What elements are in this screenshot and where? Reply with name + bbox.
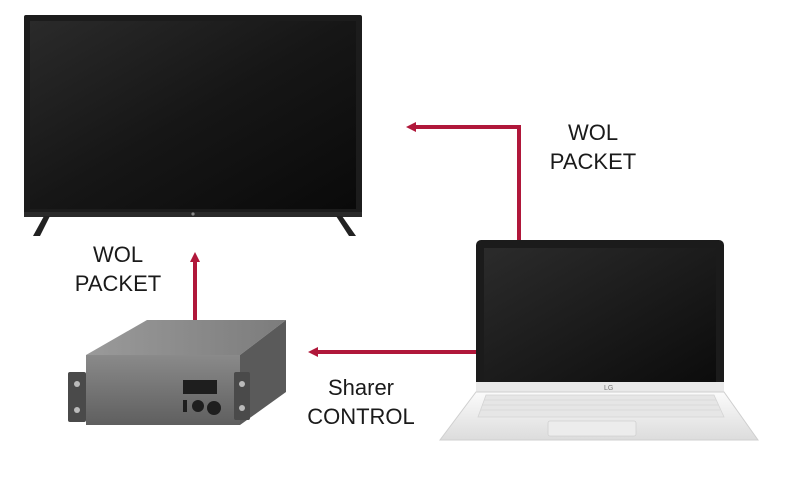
label-line: WOL (92, 242, 144, 267)
sharer-device (68, 320, 286, 425)
label-line: PACKET (549, 149, 637, 174)
sharer-slot (183, 400, 187, 412)
laptop-screen (484, 248, 716, 382)
label-line: Sharer (327, 375, 395, 400)
laptop-keyboard (477, 394, 725, 418)
sharer-ear-hole (239, 381, 245, 387)
laptop-key-rows (481, 399, 720, 411)
sharer-display (183, 380, 217, 394)
laptop: LG (439, 240, 759, 441)
laptop-bezel-bottom (476, 382, 724, 392)
label-wol-packet-laptop-to-tv: WOL PACKET (538, 118, 648, 176)
tv (24, 15, 362, 236)
arrows (190, 122, 521, 357)
tv-foot-right (336, 216, 356, 236)
sharer-side (240, 320, 286, 425)
label-line: WOL (567, 120, 619, 145)
tv-logo-dot (191, 212, 195, 216)
label-sharer-control: Sharer CONTROL (296, 373, 426, 431)
sharer-ear-hole (239, 405, 245, 411)
laptop-touchpad (547, 420, 637, 437)
sharer-top (86, 320, 286, 355)
sharer-ear-right (234, 372, 250, 420)
arrow-laptop-to-tv (406, 122, 521, 240)
label-line: PACKET (74, 271, 162, 296)
label-line: CONTROL (307, 404, 415, 429)
label-wol-packet-sharer-to-tv: WOL PACKET (60, 240, 176, 298)
sharer-knob (192, 400, 204, 412)
sharer-ear-hole (74, 407, 80, 413)
sharer-knob (207, 401, 221, 415)
laptop-brand: LG (604, 385, 613, 392)
tv-screen (30, 21, 356, 209)
sharer-ear-left (68, 372, 86, 422)
tv-foot-left (33, 216, 50, 236)
sharer-ear-hole (74, 381, 80, 387)
